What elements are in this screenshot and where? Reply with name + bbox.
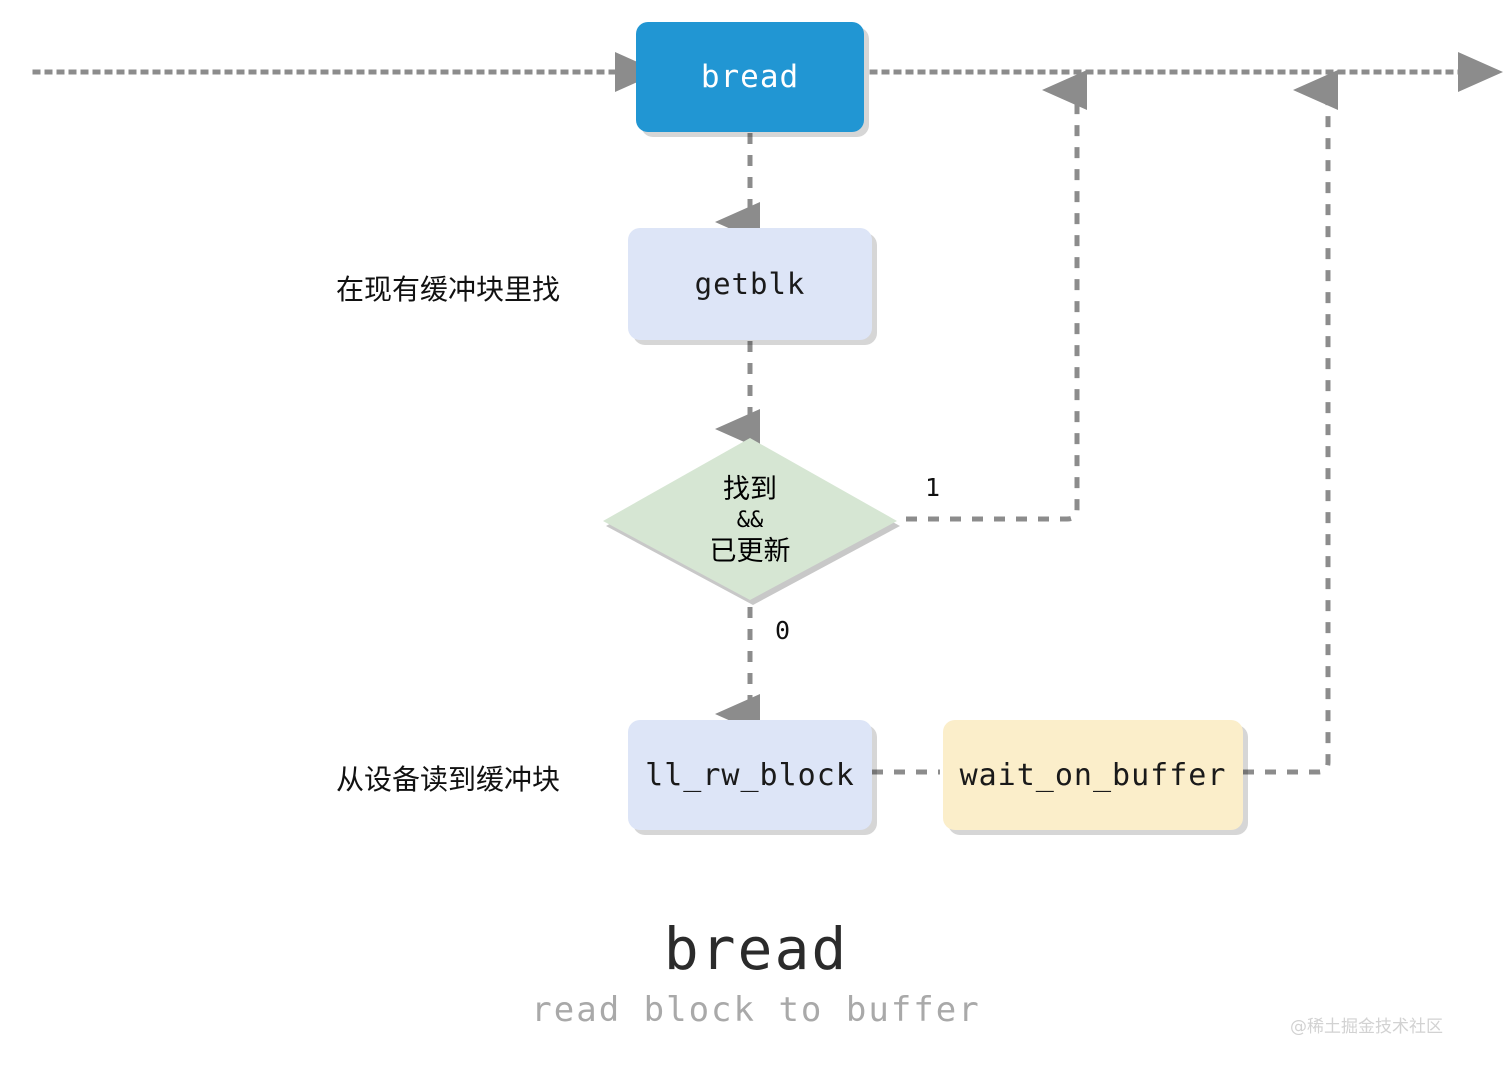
node-bread-label: bread	[700, 59, 800, 95]
diamond-shape-icon	[603, 438, 900, 605]
node-getblk[interactable]: getblk	[628, 228, 872, 340]
node-getblk-label: getblk	[694, 267, 806, 301]
decision-line-3: 已更新	[709, 535, 791, 567]
edge-decision-true-return	[906, 70, 1087, 522]
edge-wait-return	[1243, 70, 1338, 775]
decision-line-2: &&	[736, 508, 764, 534]
node-bread[interactable]: bread	[636, 22, 864, 132]
diagram-title: bread	[663, 915, 849, 983]
annotation-ll-rw-block: 从设备读到缓冲块	[336, 763, 561, 796]
node-wait-on-buffer-label: wait_on_buffer	[959, 757, 1227, 793]
diagram-subtitle: read block to buffer	[531, 990, 981, 1030]
annotation-getblk: 在现有缓冲块里找	[336, 273, 561, 306]
node-wait-on-buffer[interactable]: wait_on_buffer	[943, 720, 1243, 830]
decision-line-1: 找到	[723, 474, 777, 506]
watermark: @稀土掘金技术社区	[1290, 1017, 1443, 1037]
edge-label-branch-true: 1	[925, 473, 941, 502]
node-ll-rw-block-label: ll_rw_block	[645, 757, 855, 793]
edge-label-branch-false: 0	[775, 616, 791, 645]
decision-node-text: 找到 && 已更新	[595, 435, 905, 607]
node-ll-rw-block[interactable]: ll_rw_block	[628, 720, 872, 830]
decision-node-found-and-uptodate[interactable]: 找到 && 已更新	[595, 435, 905, 607]
